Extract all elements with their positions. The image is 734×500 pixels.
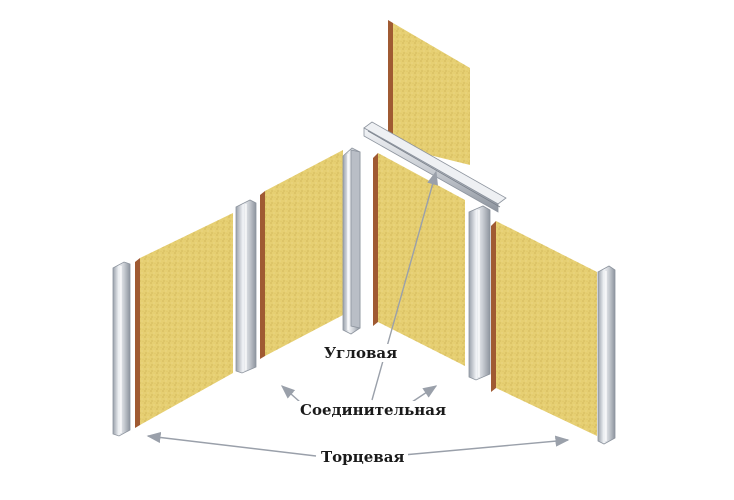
end-arrows — [146, 431, 570, 457]
panel-right — [491, 221, 597, 436]
end-profile-right — [597, 265, 616, 445]
connecting-profile-label: Соединительная — [297, 401, 450, 419]
corner-profile-label: Угловая — [321, 344, 401, 362]
connecting-profile-horizontal — [363, 121, 507, 213]
connecting-profile-right — [468, 205, 491, 381]
end-arrow-left — [146, 431, 317, 457]
connecting-profile-left — [235, 199, 257, 374]
end-profile-left — [112, 261, 131, 437]
end-arrow-right — [391, 435, 570, 457]
connecting-arrow-left — [280, 385, 301, 403]
connecting-arrows — [280, 170, 438, 403]
panel-top — [388, 20, 470, 165]
connecting-arrow-right — [411, 385, 438, 403]
panel-back-left — [260, 150, 343, 359]
panel-back-right — [373, 153, 465, 366]
corner-profile — [342, 147, 361, 335]
connecting-arrow-up — [371, 170, 438, 401]
panel-left — [135, 213, 233, 428]
end-profile-label: Торцевая — [318, 448, 408, 466]
